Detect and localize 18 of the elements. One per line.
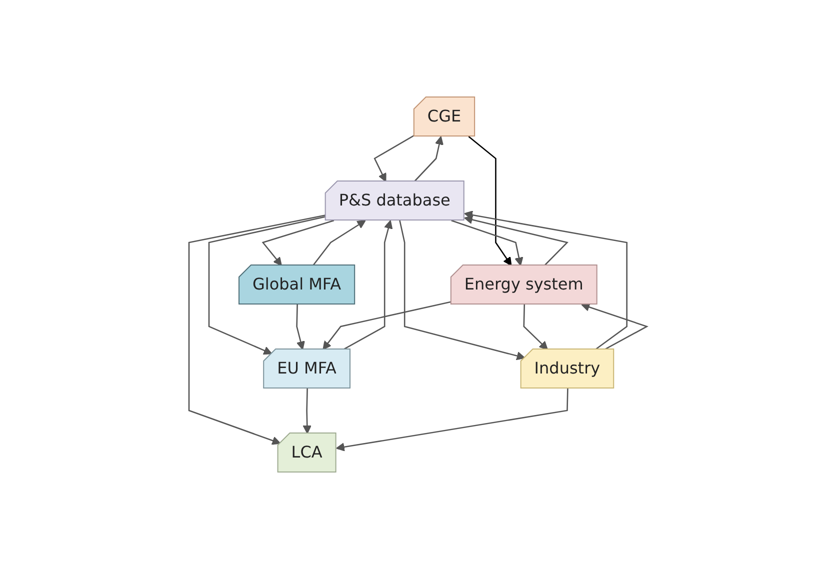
arrow [398,220,525,360]
arrow [373,134,414,182]
arrow [302,388,312,434]
arrow [261,219,334,266]
arrow [413,136,444,182]
arrow [312,220,366,266]
arrow [336,388,568,451]
arrow [464,210,628,350]
arrow [188,214,326,444]
arrow [208,216,326,354]
arrow [580,302,648,350]
arrow [468,136,512,266]
arrow [296,304,305,350]
arrow [464,214,568,266]
arrow [322,300,452,350]
arrow [450,219,523,266]
arrow [522,304,548,350]
arrow [342,220,392,350]
